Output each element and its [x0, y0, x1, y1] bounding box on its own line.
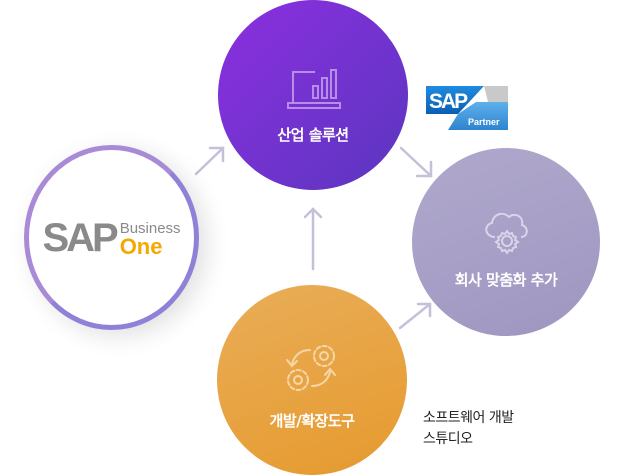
dev-tools-label: 개발/확장도구: [269, 411, 355, 430]
caption-line-1: 소프트웨어 개발: [423, 410, 514, 426]
sap-business-one-node: SAP Business One: [24, 145, 199, 330]
sap-partner-badge: SAP Partner: [426, 86, 508, 130]
arrow-industry-to-custom: [399, 146, 433, 178]
sap-business-one-logo: SAP Business One: [42, 218, 180, 258]
arrow-dev-to-industry: [303, 207, 323, 271]
gears-cycle-icon: [286, 344, 336, 391]
industry-solutions-node: 산업 솔루션: [218, 0, 408, 190]
software-dev-studio-caption: 소프트웨어 개발 스튜디오: [423, 408, 514, 450]
company-customization-node: 회사 맞춤화 추가: [412, 148, 600, 336]
laptop-chart-icon: [287, 68, 341, 109]
cloud-gear-icon: [485, 212, 528, 255]
arrow-dev-to-custom: [398, 302, 432, 330]
one-text: One: [119, 233, 163, 259]
industry-solutions-label: 산업 솔루션: [277, 125, 349, 144]
svg-text:SAP: SAP: [429, 90, 468, 113]
caption-line-2: 스튜디오: [423, 431, 473, 447]
arrow-sap-to-industry: [194, 146, 225, 176]
sap-brand-text: SAP: [42, 215, 118, 260]
business-text: Business: [119, 219, 181, 237]
dev-tools-node: 개발/확장도구: [217, 285, 407, 475]
partner-text: Partner: [468, 117, 500, 127]
company-customization-label: 회사 맞춤화 추가: [454, 270, 558, 289]
